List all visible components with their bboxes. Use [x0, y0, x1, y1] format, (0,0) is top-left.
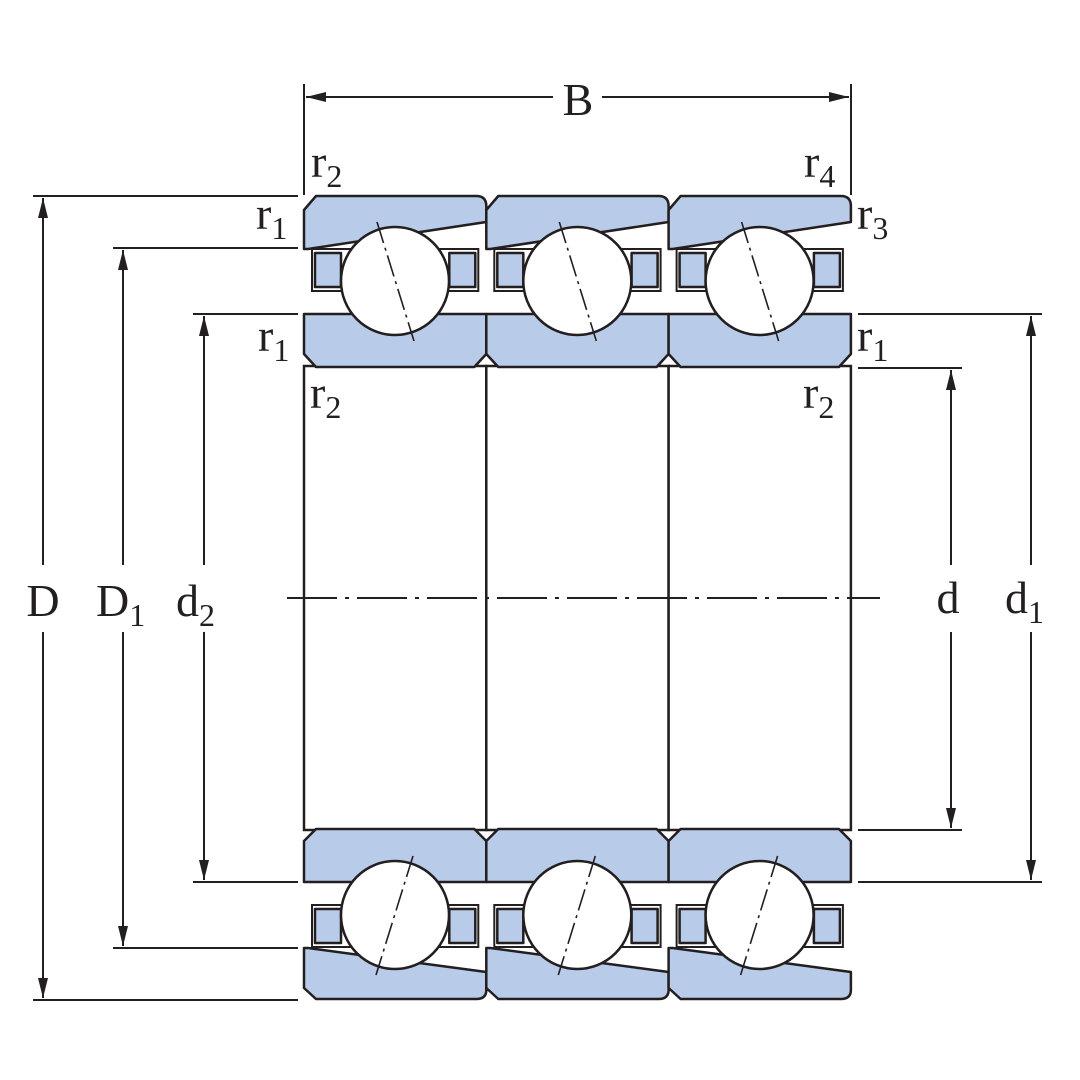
cage [313, 907, 343, 945]
contact-line [557, 855, 597, 976]
contact-line [558, 221, 598, 342]
ball [522, 859, 633, 971]
ball [704, 225, 815, 337]
contact-line [376, 221, 415, 342]
label-r3-top-right: r3 [857, 188, 888, 246]
ball [339, 225, 451, 337]
label-B: B [563, 74, 594, 125]
cage [496, 251, 525, 289]
label-d1: d1 [1005, 572, 1044, 630]
cage [448, 251, 477, 289]
label-d: d [937, 572, 960, 623]
contact-line [375, 855, 414, 976]
label-r2-top-left: r2 [311, 136, 342, 194]
outer-ring [667, 194, 853, 251]
cage [448, 907, 477, 945]
extension-lines [33, 84, 1042, 1001]
label-r4-top-right: r4 [804, 136, 835, 194]
cage [313, 251, 343, 289]
ball [522, 225, 633, 337]
label-d2: d2 [176, 575, 215, 633]
ball [339, 859, 451, 971]
outer-ring [302, 194, 488, 251]
cage [496, 907, 525, 945]
ball [704, 859, 815, 971]
inner-ring [667, 312, 853, 369]
label-r2-mid-right: r2 [803, 367, 834, 425]
cage [678, 251, 707, 289]
cage [630, 251, 659, 289]
cage [630, 907, 659, 945]
label-r1-mid-right: r1 [857, 310, 888, 368]
label-r1-top-left: r1 [256, 188, 287, 246]
outer-ring [667, 946, 853, 1001]
outer-ring [485, 194, 670, 251]
label-r2-mid-left: r2 [310, 367, 341, 425]
label-D1: D1 [96, 575, 145, 633]
cage [812, 907, 842, 945]
cage [678, 907, 707, 945]
label-D: D [26, 575, 59, 626]
inner-ring [667, 827, 853, 884]
label-r1-mid-left: r1 [258, 310, 289, 368]
contact-line [740, 221, 780, 342]
contact-line [739, 855, 779, 976]
cage [812, 251, 842, 289]
